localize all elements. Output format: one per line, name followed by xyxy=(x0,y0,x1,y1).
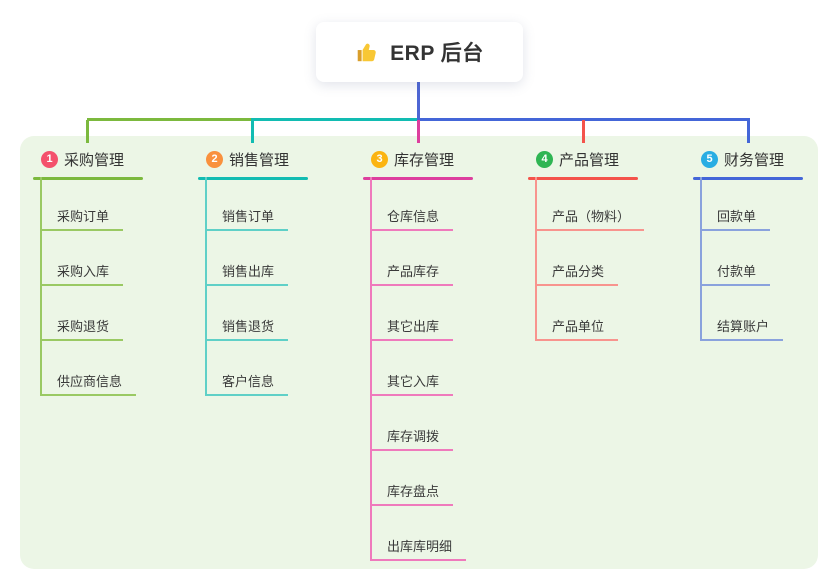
subtopic-purchase-inbound[interactable]: 采购入库 xyxy=(40,262,124,286)
connector-mid-teal xyxy=(251,118,418,121)
drop-branch-3 xyxy=(417,120,420,143)
connector-right-blue xyxy=(417,118,750,121)
branch-finance-tree-line xyxy=(700,177,702,341)
root-stem-line xyxy=(417,82,420,119)
branch-finance-label: 财务管理 xyxy=(724,151,785,169)
subtopic-payment-bill[interactable]: 付款单 xyxy=(700,262,771,286)
branch-sales-underline xyxy=(198,177,308,180)
subtopic-other-inbound[interactable]: 其它入库 xyxy=(370,372,454,396)
branch-sales-header[interactable]: 2 销售管理 xyxy=(198,149,308,169)
branch-product-underline xyxy=(528,177,638,180)
subtopic-product-category[interactable]: 产品分类 xyxy=(535,262,619,286)
subtopic-purchase-return[interactable]: 采购退货 xyxy=(40,317,124,341)
branch-sales-tree-line xyxy=(205,177,207,396)
branch-product: 4 产品管理 产品（物料） 产品分类 产品单位 xyxy=(528,147,645,341)
badge-1: 1 xyxy=(41,150,58,168)
branch-inventory: 3 库存管理 仓库信息 产品库存 其它出库 其它入库 库存调拨 库存盘点 出库库… xyxy=(363,147,473,561)
branch-sales: 2 销售管理 销售订单 销售出库 销售退货 客户信息 xyxy=(198,147,308,396)
branch-inventory-underline xyxy=(363,177,473,180)
connector-left-green xyxy=(87,118,252,121)
badge-2: 2 xyxy=(206,150,223,168)
subtopic-product-unit[interactable]: 产品单位 xyxy=(535,317,619,341)
branch-inventory-label: 库存管理 xyxy=(394,151,455,169)
branch-purchase-header[interactable]: 1 采购管理 xyxy=(33,149,143,169)
subtopic-settlement-account[interactable]: 结算账户 xyxy=(700,317,784,341)
root-title: ERP 后台 xyxy=(390,42,484,65)
branch-purchase-underline xyxy=(33,177,143,180)
subtopic-other-outbound[interactable]: 其它出库 xyxy=(370,317,454,341)
subtopic-outbound-detail[interactable]: 出库库明细 xyxy=(370,537,467,561)
subtopic-supplier-info[interactable]: 供应商信息 xyxy=(40,372,137,396)
subtopic-purchase-order[interactable]: 采购订单 xyxy=(40,207,124,231)
branch-finance: 5 财务管理 回款单 付款单 结算账户 xyxy=(693,147,803,341)
subtopic-sales-order[interactable]: 销售订单 xyxy=(205,207,289,231)
subtopic-customer-info[interactable]: 客户信息 xyxy=(205,372,289,396)
branch-product-label: 产品管理 xyxy=(559,151,620,169)
drop-branch-4 xyxy=(582,120,585,143)
branch-product-header[interactable]: 4 产品管理 xyxy=(528,149,638,169)
drop-branch-1 xyxy=(86,120,89,143)
branch-purchase: 1 采购管理 采购订单 采购入库 采购退货 供应商信息 xyxy=(33,147,143,396)
badge-3: 3 xyxy=(371,150,388,168)
subtopic-stock-count[interactable]: 库存盘点 xyxy=(370,482,454,506)
subtopic-product-material[interactable]: 产品（物料） xyxy=(535,207,645,231)
subtopic-receipt-bill[interactable]: 回款单 xyxy=(700,207,771,231)
branches-panel xyxy=(20,136,818,569)
branch-purchase-tree-line xyxy=(40,177,42,396)
drop-branch-5 xyxy=(747,120,750,143)
branch-finance-underline xyxy=(693,177,803,180)
branch-finance-header[interactable]: 5 财务管理 xyxy=(693,149,803,169)
branch-product-tree-line xyxy=(535,177,537,341)
drop-branch-2 xyxy=(251,120,254,143)
subtopic-sales-return[interactable]: 销售退货 xyxy=(205,317,289,341)
branch-inventory-tree-line xyxy=(370,177,372,561)
badge-5: 5 xyxy=(701,150,718,168)
branch-sales-label: 销售管理 xyxy=(229,151,290,169)
root-node[interactable]: ERP 后台 xyxy=(316,22,523,82)
badge-4: 4 xyxy=(536,150,553,168)
branch-inventory-header[interactable]: 3 库存管理 xyxy=(363,149,473,169)
branch-purchase-label: 采购管理 xyxy=(64,151,125,169)
subtopic-warehouse-info[interactable]: 仓库信息 xyxy=(370,207,454,231)
subtopic-stock-transfer[interactable]: 库存调拨 xyxy=(370,427,454,451)
thumbs-up-icon xyxy=(355,39,381,65)
subtopic-product-stock[interactable]: 产品库存 xyxy=(370,262,454,286)
subtopic-sales-outbound[interactable]: 销售出库 xyxy=(205,262,289,286)
